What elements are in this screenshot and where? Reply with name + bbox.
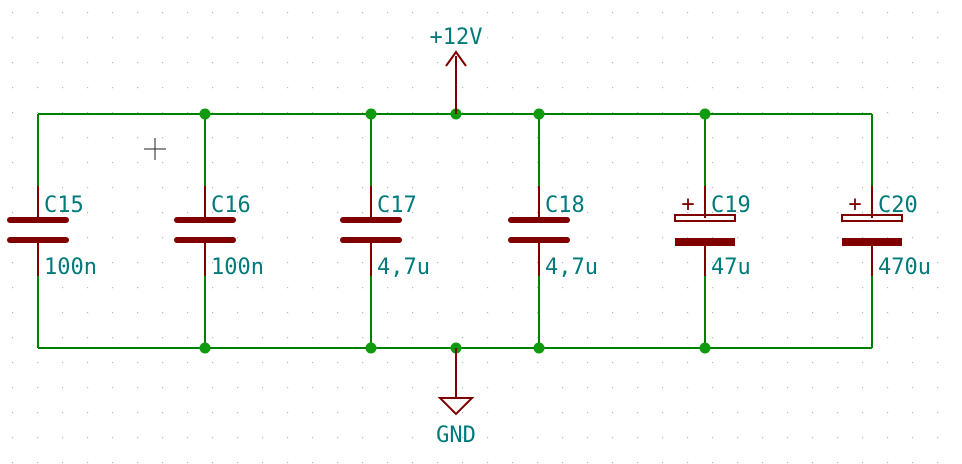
capacitor-c16[interactable]: C16 100n: [174, 186, 264, 280]
junction-dot: [533, 342, 545, 354]
ground-label: GND: [436, 423, 476, 448]
junction-dot: [199, 342, 211, 354]
capacitor-ref-label: C16: [211, 193, 251, 218]
junctions: [199, 108, 711, 354]
junction-dot: [699, 108, 711, 120]
ground-symbol[interactable]: GND: [436, 348, 476, 448]
junction-dot: [365, 342, 377, 354]
capacitor-c18[interactable]: C18 4,7u: [508, 186, 598, 280]
capacitor-plate-negative: [842, 238, 902, 246]
capacitor-value-label: 4,7u: [545, 255, 598, 280]
capacitor-c20[interactable]: + C20 470u: [841, 186, 931, 280]
power-arrow-icon: [445, 50, 467, 67]
power-symbol-12v[interactable]: +12V: [430, 25, 483, 114]
capacitor-ref-label: C17: [377, 193, 417, 218]
capacitor-plate-positive: [674, 214, 736, 222]
capacitor-c17[interactable]: C17 4,7u: [340, 186, 430, 280]
junction-dot: [199, 108, 211, 120]
junction-dot: [365, 108, 377, 120]
capacitor-value-label: 4,7u: [377, 255, 430, 280]
wires: [37, 113, 873, 349]
polarity-mark: +: [681, 192, 694, 217]
capacitor-ref-label: C15: [44, 193, 84, 218]
capacitor-value-label: 100n: [44, 255, 97, 280]
junction-dot: [533, 108, 545, 120]
capacitor-ref-label: C19: [711, 193, 751, 218]
capacitor-value-label: 100n: [211, 255, 264, 280]
capacitor-plate-negative: [675, 238, 735, 246]
polarity-mark: +: [848, 192, 861, 217]
capacitor-ref-label: C18: [545, 193, 585, 218]
junction-dot: [699, 342, 711, 354]
capacitor-c15[interactable]: C15 100n: [7, 186, 97, 280]
ground-icon: [437, 397, 475, 416]
capacitor-value-label: 47u: [711, 255, 751, 280]
crosshair-cursor-icon: [144, 138, 166, 160]
components: C15 100n C16 100n C17 4,7u C18 4,7u + C19 47u + C20 4…: [7, 186, 931, 280]
capacitor-c19[interactable]: + C19 47u: [674, 186, 751, 280]
power-label: +12V: [430, 25, 483, 50]
capacitor-plate-positive: [841, 214, 903, 222]
capacitor-value-label: 470u: [878, 255, 931, 280]
capacitor-ref-label: C20: [878, 193, 918, 218]
